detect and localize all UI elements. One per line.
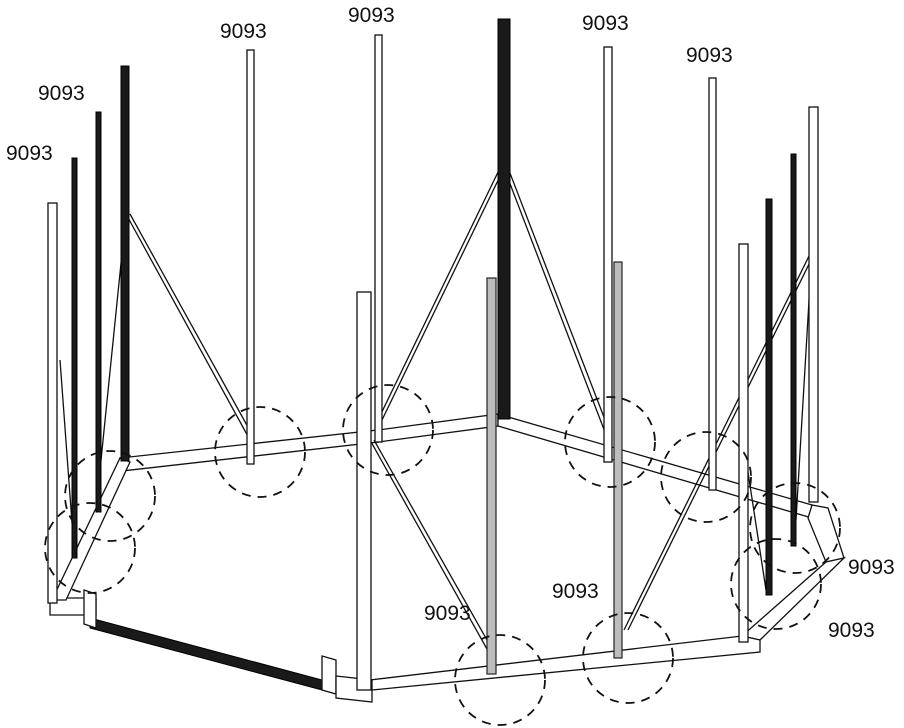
base-frame bbox=[49, 413, 847, 703]
post-front-center bbox=[486, 277, 497, 675]
door-bracket-left bbox=[83, 589, 97, 629]
rail-right bbox=[807, 504, 845, 563]
callout-circle bbox=[214, 406, 306, 498]
callout-circle bbox=[64, 450, 156, 542]
post-back-1 bbox=[246, 49, 255, 465]
callout-circle bbox=[342, 384, 434, 476]
rail-front bbox=[369, 635, 761, 691]
post-left-1 bbox=[71, 157, 78, 559]
brace-right-2 bbox=[627, 249, 817, 631]
post-left-edge bbox=[47, 202, 58, 604]
door-bracket-right bbox=[321, 655, 337, 695]
post-right-1 bbox=[790, 153, 797, 547]
brace-back-left-2 bbox=[129, 213, 255, 439]
door-threshold-bar bbox=[89, 617, 323, 691]
part-label: 9093 bbox=[424, 602, 471, 625]
rail-left bbox=[50, 457, 131, 601]
callout-circle bbox=[454, 634, 546, 726]
post-front-2 bbox=[613, 261, 623, 659]
posts bbox=[47, 18, 819, 691]
callout-circle bbox=[582, 612, 674, 704]
post-back-center bbox=[497, 18, 511, 420]
post-front-left bbox=[356, 291, 372, 691]
brace-back-left bbox=[125, 213, 251, 441]
callout-circle bbox=[749, 482, 841, 574]
brace-right bbox=[623, 249, 813, 631]
part-label: 9093 bbox=[348, 4, 395, 27]
part-label: 9093 bbox=[686, 44, 733, 67]
brace-center-right bbox=[503, 167, 609, 441]
rail-right-back bbox=[497, 413, 813, 519]
post-front-right bbox=[738, 243, 749, 643]
post-back-3 bbox=[603, 46, 613, 463]
part-label: 9093 bbox=[848, 556, 895, 579]
part-label: 9093 bbox=[582, 12, 629, 35]
callout-circle bbox=[564, 396, 656, 488]
part-labels: 9093 9093 9093 9093 9093 9093 9093 9093 … bbox=[6, 4, 895, 642]
post-left-2 bbox=[95, 111, 102, 513]
rail-back-right bbox=[377, 413, 499, 443]
post-left-3 bbox=[120, 65, 130, 462]
brace-center-left-2 bbox=[381, 167, 505, 421]
part-label: 9093 bbox=[38, 82, 85, 105]
callout-circle bbox=[660, 431, 752, 523]
post-back-2 bbox=[374, 34, 383, 443]
post-right-2 bbox=[765, 198, 773, 596]
brace-front-center-2 bbox=[373, 439, 497, 657]
part-label: 9093 bbox=[552, 580, 599, 603]
brace-front-center bbox=[369, 439, 493, 659]
callout-circle bbox=[44, 502, 136, 594]
brace-center-right-2 bbox=[507, 167, 613, 439]
callout-circle bbox=[730, 538, 822, 630]
braces bbox=[59, 167, 817, 659]
detail-callouts bbox=[44, 384, 841, 726]
post-back-4 bbox=[708, 77, 717, 491]
post-right-edge bbox=[808, 106, 819, 503]
brace-center-left bbox=[377, 167, 501, 421]
part-label: 9093 bbox=[828, 619, 875, 642]
part-label: 9093 bbox=[220, 20, 267, 43]
part-label: 9093 bbox=[6, 142, 53, 165]
